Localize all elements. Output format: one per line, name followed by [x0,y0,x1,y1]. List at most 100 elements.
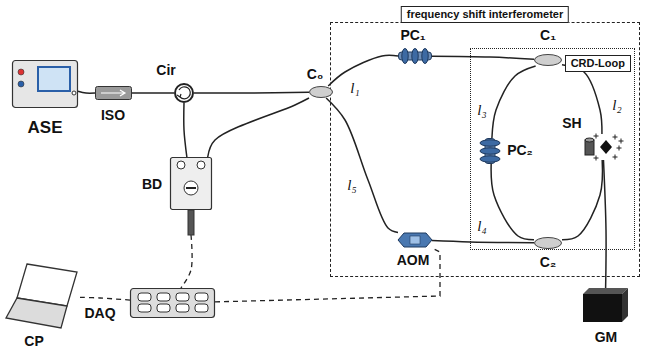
gm-top [583,288,628,294]
sparkle-mark [613,155,618,160]
component-node: PC₂ [479,138,501,164]
component-node: PC₁ [398,48,432,64]
aom-body [398,233,432,247]
optical-fiber [492,66,536,138]
component-icon [398,232,432,248]
component-node: BD [170,157,212,235]
component-label: C₁ [540,28,556,43]
optical-fiber [194,91,309,93]
fiber-length-label: l₄ [477,218,486,235]
fiber-length-label: l₂ [612,97,621,114]
detector-stand [188,210,194,235]
component-node: C₂ [534,237,562,249]
component-label: C₀ [307,67,323,82]
daq-port [157,293,170,301]
component-icon [170,157,212,235]
ase-button [18,81,24,87]
optical-fiber [78,91,95,93]
component-label: Cir [156,63,175,78]
component-label: PC₁ [400,28,425,43]
component-label: CP [24,334,43,349]
signal-cable [80,297,130,300]
component-node: CP [5,262,80,330]
sparkle-mark [619,139,624,144]
component-icon [174,83,194,103]
optical-fiber [326,98,398,232]
optical-fiber [432,241,534,243]
ase-button [18,69,24,75]
component-node: AOM [398,232,432,248]
coupler-body [535,238,562,249]
sparkle-mark [617,146,622,151]
component-icon [583,288,628,322]
fiber-length-label: l₃ [477,102,486,119]
component-node: Cir [174,83,194,103]
detector-dial-mark [186,187,196,189]
detector-dial [184,181,198,195]
component-icon [584,134,622,160]
gm-side [622,288,628,322]
controller-paddle [412,49,418,64]
component-icon [95,86,132,100]
coupler-body [310,87,333,98]
detector-body [171,158,212,210]
signal-cable [215,248,440,302]
isolator-body [96,87,132,100]
ase-screen [38,67,70,91]
isolator-arrow [101,90,125,96]
component-node: GM [583,288,628,322]
controller-paddle [422,49,428,64]
component-node: C₁ [534,54,562,66]
signal-cable [181,235,192,288]
controller-paddle [480,140,500,146]
daq-port [195,304,208,312]
component-node: DAQ [130,288,215,318]
optical-fiber [562,65,602,134]
component-label: ASE [28,119,63,138]
aom-crystal [410,236,420,244]
daq-port [138,304,151,312]
gm-body [583,294,622,322]
ase-housing [13,61,78,108]
region-box: frequency shift interferometerCRD-LoopC₁… [330,22,640,277]
component-label: DAQ [84,306,115,321]
optical-fiber [328,55,398,86]
component-label: BD [142,177,162,192]
component-icon [534,54,562,66]
component-node: ASE [12,60,78,108]
coupler-body [535,55,562,66]
component-icon [479,138,501,164]
daq-port [176,304,189,312]
optical-fiber [132,92,174,94]
component-icon [130,288,215,318]
component-node: SH [584,134,622,160]
region-box: CRD-LoopC₁PC₂SHC₂ [470,48,635,250]
laptop-base [6,298,67,328]
daq-port [157,304,170,312]
sensing-diamond [600,140,612,154]
daq-port [176,293,189,301]
sparkle-mark [594,156,599,161]
controller-paddle [480,148,500,154]
daq-port [195,293,208,301]
optical-fiber [208,98,309,157]
component-label: SH [562,116,581,131]
optical-fiber [432,56,534,59]
component-icon [309,86,333,98]
optical-fiber [184,103,187,157]
daq-port [138,293,151,301]
component-icon [534,237,562,249]
detector-port [177,161,185,169]
detector-port [197,161,205,169]
optical-fiber [562,160,602,240]
sparkle-mark [594,134,599,139]
fiber-length-label: l₅ [347,177,356,194]
component-label: GM [595,330,618,345]
component-label: ISO [101,108,125,123]
component-label: PC₂ [507,143,533,158]
component-icon [398,48,432,64]
component-node: C₀ [309,86,333,98]
daq-body [131,289,215,318]
